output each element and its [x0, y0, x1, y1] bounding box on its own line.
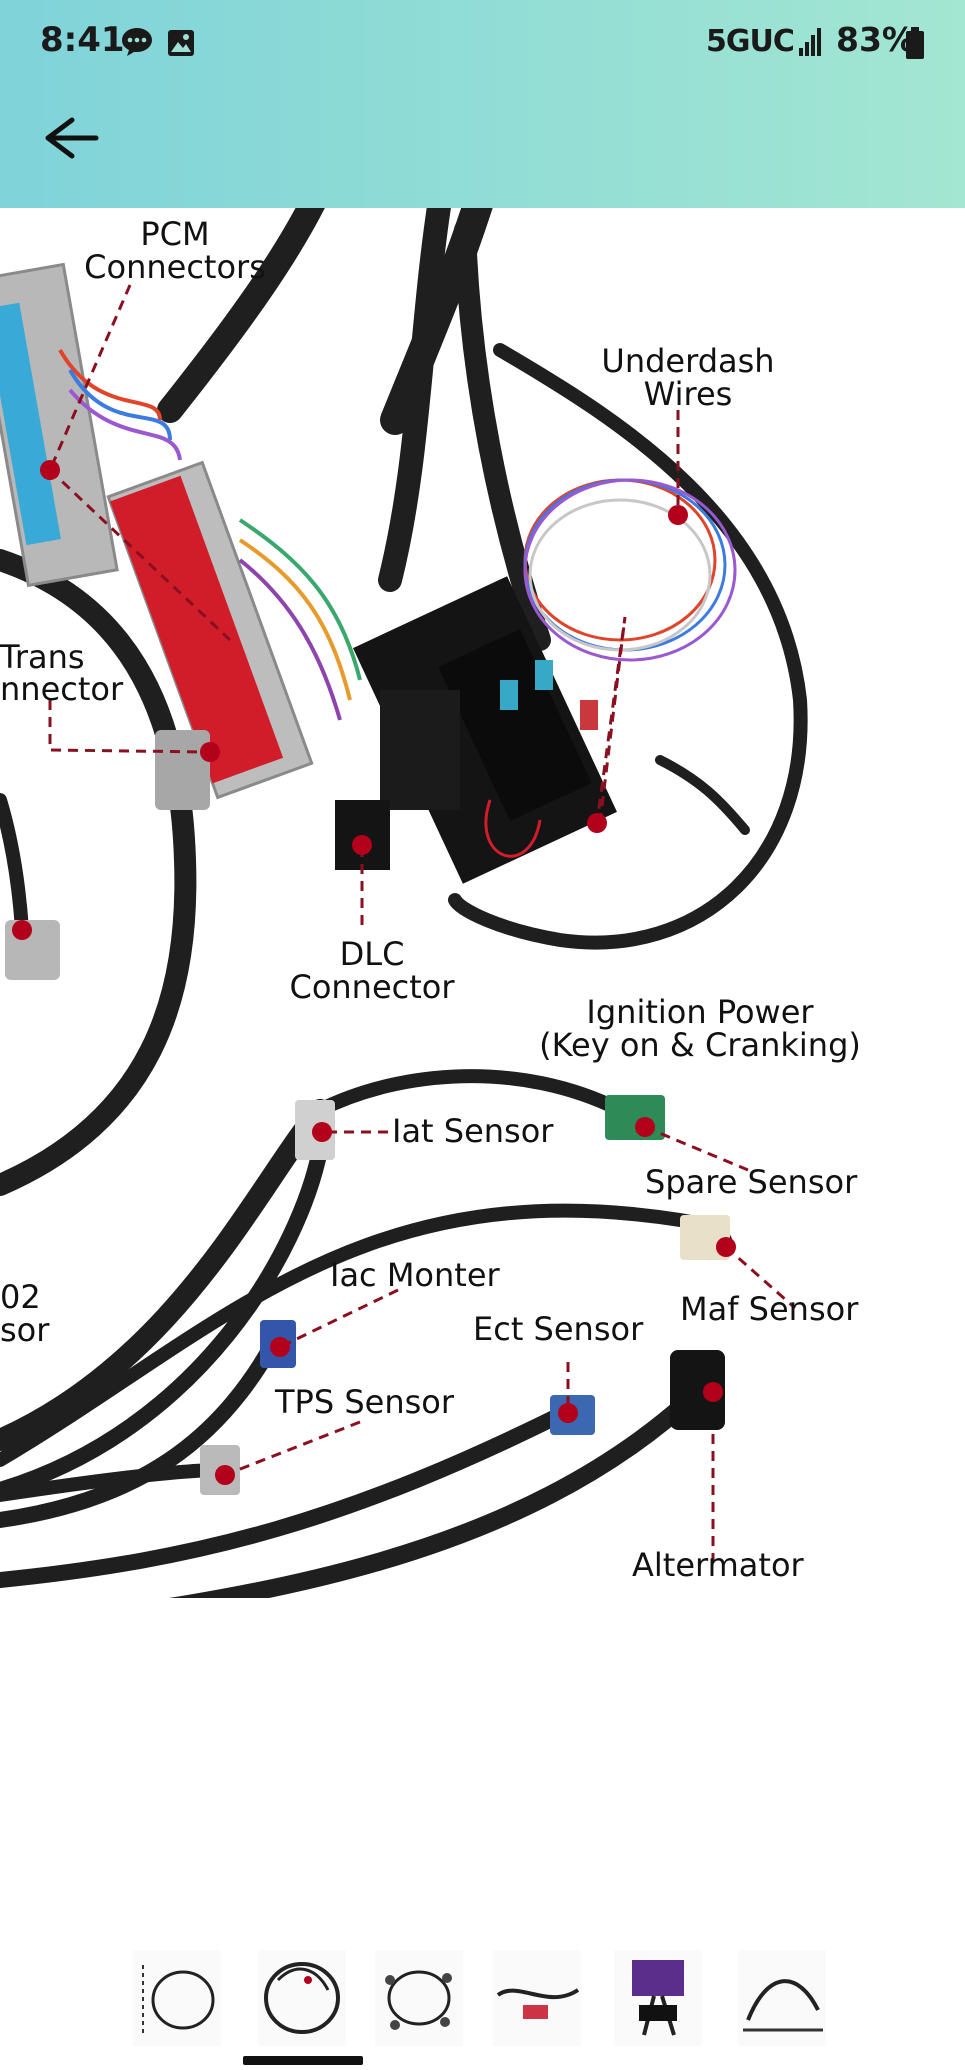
gallery-icon — [168, 30, 194, 56]
label-iat-sensor: Iat Sensor — [392, 1112, 554, 1150]
label-tps-sensor: TPS Sensor — [274, 1383, 455, 1421]
label-underdash-1: Underdash — [601, 342, 774, 380]
signal-icon — [799, 28, 821, 56]
battery-icon — [906, 27, 924, 59]
label-pcm-1: PCM — [140, 215, 209, 253]
label-dlc-2: Connector — [289, 968, 455, 1006]
thumbnail-3[interactable] — [375, 1950, 463, 2046]
label-dlc-1: DLC — [340, 935, 405, 973]
message-icon — [122, 28, 152, 56]
thumbnail-6[interactable] — [738, 1950, 826, 2046]
battery-percent: 83% — [836, 20, 915, 59]
thumbnail-2[interactable] — [258, 1950, 346, 2046]
label-trans-1: Trans — [0, 638, 85, 676]
label-ignition-2: (Key on & Cranking) — [539, 1026, 861, 1064]
selected-thumbnail-indicator — [243, 2056, 363, 2065]
status-time: 8:41 — [40, 20, 125, 60]
wiring-harness-diagram: PCM Connectors Underdash Wires Trans nne… — [0, 208, 861, 1598]
label-spare-sensor: Spare Sensor — [645, 1163, 858, 1201]
product-image[interactable]: PCM Connectors Underdash Wires Trans nne… — [0, 208, 965, 1598]
network-type: 5GUC — [706, 24, 795, 59]
back-button[interactable] — [26, 112, 102, 164]
label-iac-monter: Iac Monter — [330, 1256, 501, 1294]
label-trans-2: nnector — [0, 670, 124, 708]
status-bar: 8:41 5GUC 83% — [0, 0, 965, 86]
app-header: 8:41 5GUC 83% — [0, 0, 965, 208]
label-o2-2: sor — [0, 1311, 50, 1349]
marker-dots — [12, 460, 736, 1485]
label-altermator: Altermator — [632, 1546, 805, 1584]
thumbnail-strip — [0, 1930, 965, 2070]
label-ignition-1: Ignition Power — [586, 993, 814, 1031]
thumbnail-5[interactable] — [614, 1950, 702, 2046]
label-underdash-2: Wires — [644, 375, 733, 413]
back-arrow-icon — [45, 117, 99, 159]
thumbnail-1[interactable] — [133, 1950, 221, 2046]
label-pcm-2: Connectors — [84, 248, 266, 286]
label-maf-sensor: Maf Sensor — [680, 1290, 859, 1328]
label-ect-sensor: Ect Sensor — [473, 1310, 644, 1348]
thumbnail-4[interactable] — [493, 1950, 581, 2046]
label-o2-1: 02 — [0, 1278, 41, 1316]
